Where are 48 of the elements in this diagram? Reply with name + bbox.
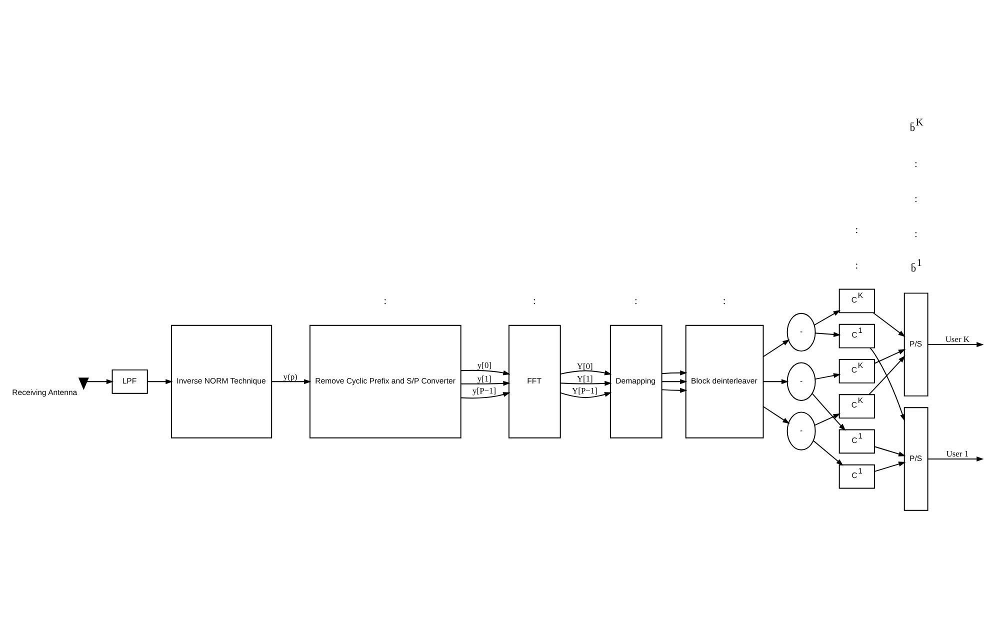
arrow [86, 378, 114, 384]
arrow [812, 440, 843, 466]
arrow [813, 310, 840, 326]
arrow [660, 370, 687, 375]
edge-label: User K [944, 334, 969, 344]
arrow [460, 392, 510, 398]
arrow [926, 456, 984, 462]
arrow [926, 342, 984, 347]
arrow [814, 372, 840, 380]
edge-label: Y[P−1] [572, 385, 597, 396]
edge-label: User 1 [946, 448, 968, 458]
arrow [814, 413, 840, 426]
arrow [146, 378, 172, 384]
label: : [914, 228, 917, 240]
arrow [874, 446, 906, 456]
arrow [460, 369, 510, 375]
arrow [874, 348, 906, 364]
edge-label: y[P−1] [472, 385, 496, 396]
node-antenna [78, 377, 88, 390]
arrow [559, 370, 612, 375]
arrow [762, 378, 788, 384]
edge-label: y(p) [282, 370, 297, 381]
arrow [660, 378, 687, 384]
label: : [914, 194, 917, 205]
arrow [762, 338, 790, 357]
label: : [854, 260, 858, 271]
arrow [270, 378, 311, 384]
arrow [762, 406, 790, 424]
label: : [532, 296, 536, 307]
arrow [814, 331, 840, 336]
arrow [868, 355, 905, 394]
label: : [854, 224, 858, 236]
arrow [559, 392, 612, 398]
edge-label: Y[0] [576, 360, 592, 370]
label: : [634, 296, 637, 307]
arrow [869, 346, 904, 421]
arrow [660, 387, 687, 392]
label: : [383, 296, 386, 307]
arrow [872, 312, 905, 337]
edge-label: y[1] [476, 372, 491, 383]
arrow [874, 461, 906, 472]
edge-label: y[0] [476, 360, 491, 370]
arrow [460, 380, 510, 386]
label: : [722, 296, 726, 307]
arrow [811, 392, 846, 430]
edge-label: Y[1] [576, 372, 592, 383]
label: : [914, 158, 917, 170]
arrow [559, 380, 612, 386]
